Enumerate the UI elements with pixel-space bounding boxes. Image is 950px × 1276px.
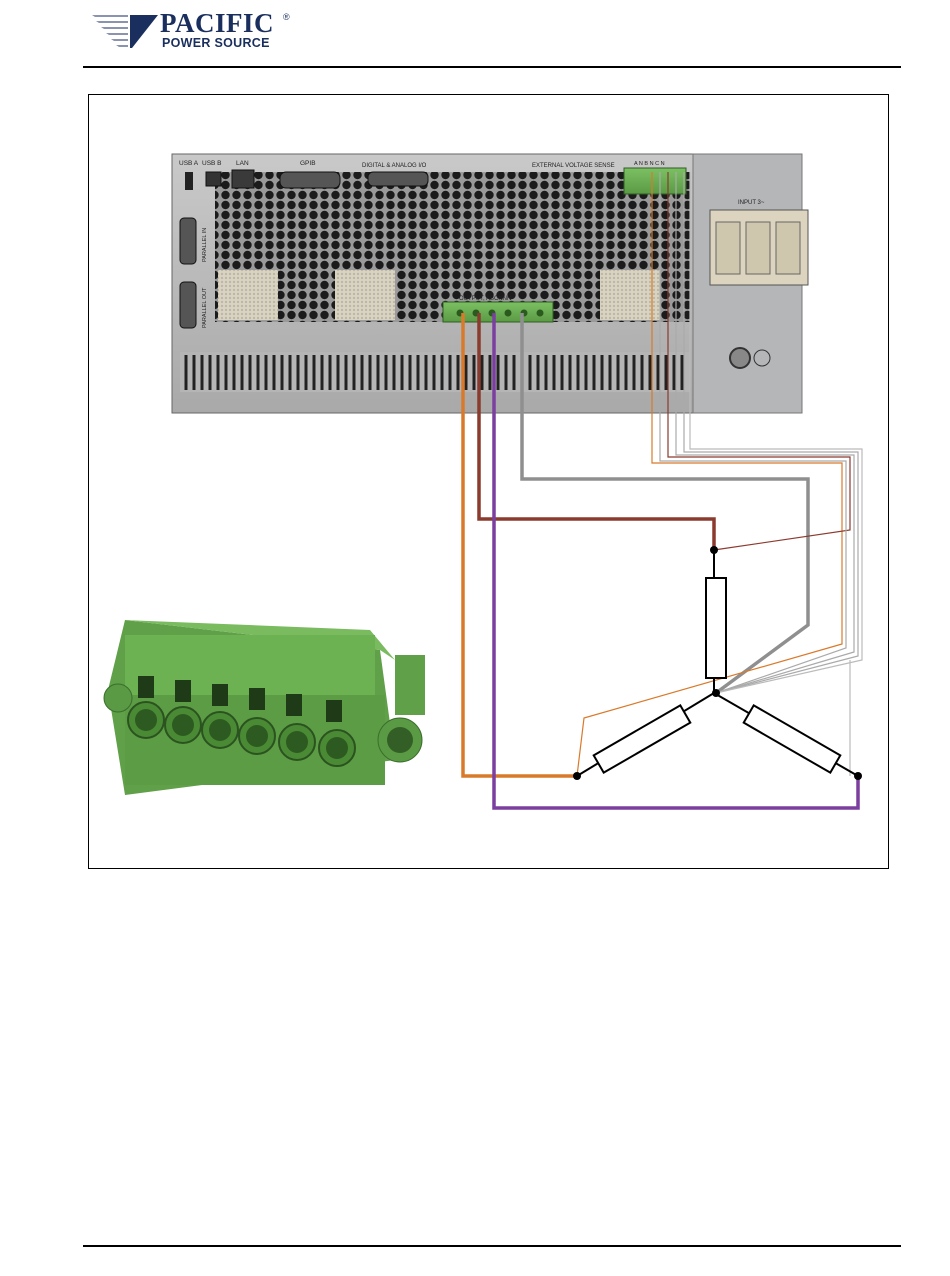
output-label: OUTPUT, ABCNNN bbox=[459, 296, 511, 302]
usb-a-port bbox=[185, 172, 193, 190]
parallel-in-port bbox=[180, 218, 196, 264]
ground-stud-icon bbox=[730, 348, 750, 368]
digital-analog-io-label: DIGITAL & ANALOG I/O bbox=[362, 163, 427, 169]
footer-divider bbox=[83, 1245, 901, 1247]
node-b bbox=[710, 546, 718, 554]
node-neutral bbox=[712, 689, 720, 697]
load-resistor-a bbox=[594, 705, 691, 772]
sense-terminals-label: A N B N C N bbox=[634, 161, 665, 167]
parallel-out-label: PARALLEL OUT bbox=[202, 287, 208, 328]
parallel-in-label: PARALLEL IN bbox=[202, 228, 208, 262]
node-a bbox=[573, 772, 581, 780]
gpib-port bbox=[280, 172, 340, 188]
digital-analog-io-port bbox=[368, 172, 428, 186]
output-plug-connector bbox=[104, 620, 425, 795]
load-resistor-c bbox=[744, 705, 841, 772]
gpib-label: GPIB bbox=[300, 160, 316, 167]
lan-label: LAN bbox=[236, 160, 249, 167]
node-c bbox=[854, 772, 862, 780]
usb-a-label: USB A bbox=[179, 160, 199, 167]
external-voltage-sense-label: EXTERNAL VOLTAGE SENSE bbox=[532, 163, 615, 169]
sense-terminal-block bbox=[624, 168, 686, 194]
usb-b-label: USB B bbox=[202, 160, 222, 167]
load-resistor-b bbox=[706, 578, 726, 678]
rear-panel-photo: USB A USB B LAN GPIB DIGITAL & ANALOG I/… bbox=[172, 154, 808, 413]
input-label: INPUT 3~ bbox=[738, 200, 765, 206]
usb-b-port bbox=[206, 172, 221, 186]
parallel-out-port bbox=[180, 282, 196, 328]
lan-port bbox=[232, 170, 254, 188]
